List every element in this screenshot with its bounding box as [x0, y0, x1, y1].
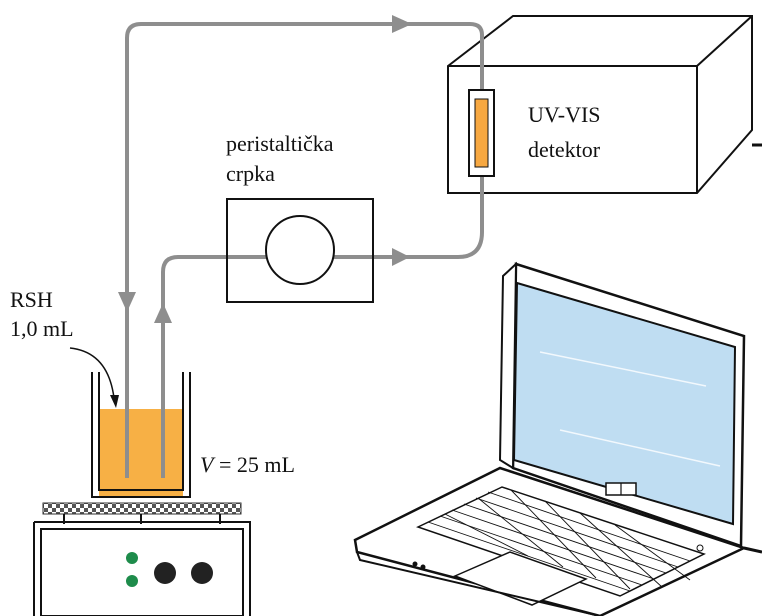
stirrer-knob [191, 562, 213, 584]
stirrer-knob [154, 562, 176, 584]
reagent-label-line2: 1,0 mL [10, 316, 74, 341]
flow-arrow-icon [118, 15, 412, 323]
indicator-led [126, 552, 138, 564]
reagent-label-line1: RSH [10, 287, 53, 312]
reagent-pointer [69, 347, 119, 408]
detector-label-line2: detektor [528, 137, 601, 162]
laptop-icon [353, 261, 762, 616]
volume-label: V = 25 mL [200, 452, 295, 477]
pump-label-line1: peristaltička [226, 131, 334, 156]
flow-cell [468, 89, 495, 177]
stirrer-icon [33, 502, 251, 616]
uv-vis-detector [447, 15, 762, 194]
beaker [91, 372, 191, 498]
peristaltic-pump [226, 198, 374, 303]
pump-label-line2: crpka [226, 161, 275, 186]
volume-value: = 25 mL [213, 452, 294, 477]
indicator-led [126, 575, 138, 587]
return-tube [125, 22, 484, 478]
suction-tube [161, 175, 484, 478]
detector-label-line1: UV-VIS [528, 102, 601, 127]
volume-symbol: V [200, 452, 216, 477]
